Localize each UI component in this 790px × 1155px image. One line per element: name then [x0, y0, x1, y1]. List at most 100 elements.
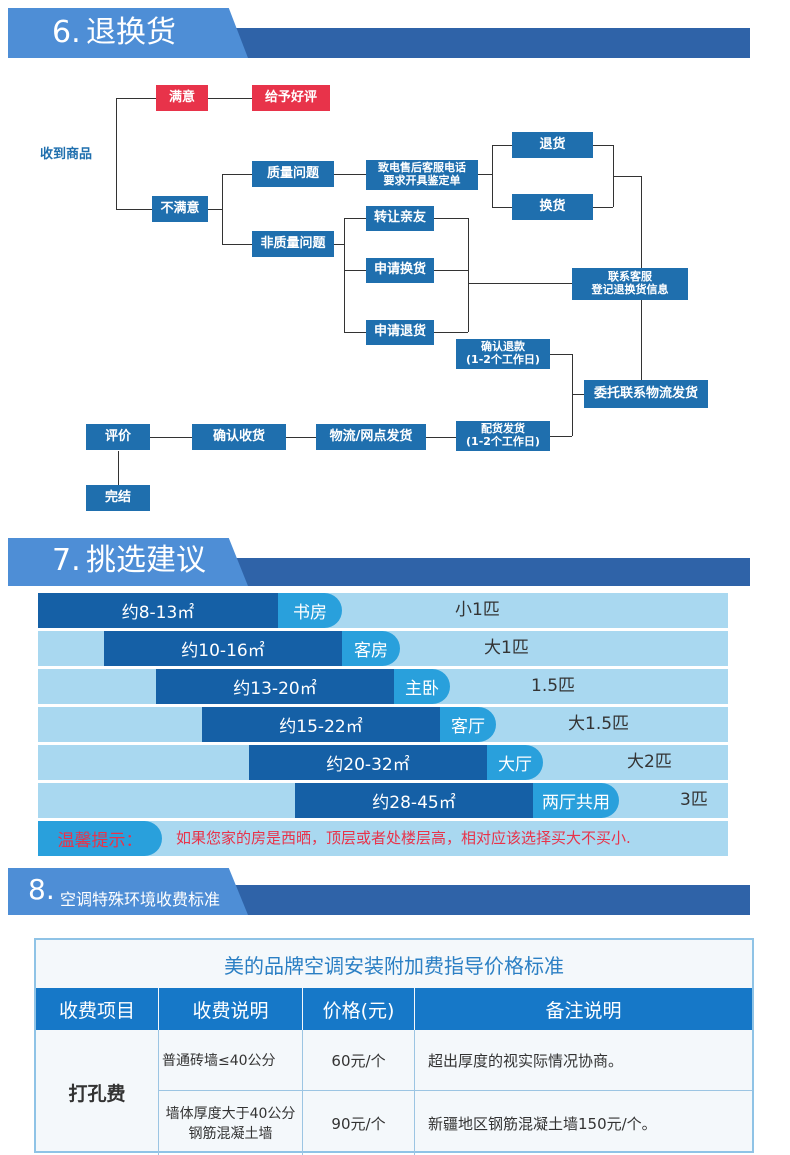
- header-price: 价格(元): [303, 988, 414, 1030]
- connector-line: [434, 218, 468, 220]
- ship-goods-line1: 配货发货: [481, 422, 525, 436]
- section6-tab: 6. 退换货: [8, 8, 248, 58]
- contact-service-node: 联系客服 登记退换货信息: [572, 268, 688, 300]
- section8-title: 空调特殊环境收费标准: [60, 890, 221, 909]
- area-label: 约28-45㎡: [295, 783, 533, 818]
- satisfied-node: 满意: [156, 85, 208, 111]
- connector-line: [468, 283, 572, 285]
- row-divider: [159, 1090, 752, 1091]
- connector-line: [208, 209, 222, 211]
- good-review-node: 给予好评: [252, 85, 330, 111]
- section8-number: 8.: [28, 873, 55, 906]
- capacity-label: 大2匹: [627, 752, 672, 772]
- price-thick-wall: 90元/个: [331, 1114, 386, 1133]
- connector-line: [478, 174, 492, 176]
- contact-service-line1: 联系客服: [608, 270, 652, 284]
- column-divider: [302, 1030, 303, 1155]
- item-drilling-fee: 打孔费: [68, 1083, 126, 1105]
- connector-line: [344, 218, 366, 220]
- call-service-line1: 致电售后客服电话: [378, 161, 466, 175]
- confirm-refund-line2: (1-2个工作日): [466, 353, 540, 366]
- room-label: 书房: [278, 593, 342, 628]
- connector-line: [334, 244, 344, 246]
- connector-line: [550, 354, 572, 356]
- capacity-label: 大1匹: [484, 638, 529, 658]
- header-item: 收费项目: [36, 988, 158, 1030]
- section7-tab: 7. 挑选建议: [8, 538, 248, 586]
- area-label: 约10-16㎡: [104, 631, 342, 666]
- connector-line: [641, 300, 643, 380]
- connector-line: [492, 207, 512, 209]
- ship-goods-node: 配货发货 (1-2个工作日): [456, 421, 550, 451]
- connector-line: [641, 176, 643, 269]
- desc-thick-wall-line2: 钢筋混凝土墙: [188, 1126, 273, 1142]
- connector-line: [286, 437, 316, 439]
- exchange-node: 换货: [512, 194, 593, 220]
- connector-line: [222, 174, 224, 244]
- fee-table-title: 美的品牌空调安装附加费指导价格标准: [224, 953, 564, 978]
- capacity-label: 1.5匹: [531, 676, 576, 696]
- connector-line: [334, 174, 366, 176]
- apply-return-node: 申请退货: [366, 320, 434, 345]
- desc-thick-wall: 墙体厚度大于40公分 钢筋混凝土墙: [159, 1091, 302, 1155]
- contact-service-line2: 登记退换货信息: [591, 283, 669, 296]
- area-label: 约20-32㎡: [249, 745, 487, 780]
- section6-number: 6.: [52, 15, 81, 50]
- header-note: 备注说明: [415, 988, 752, 1030]
- note-brick-wall: 超出厚度的视实际情况协商。: [428, 1051, 624, 1070]
- price-brick-wall: 60元/个: [331, 1051, 386, 1070]
- received-goods-label: 收到商品: [40, 147, 93, 162]
- non-quality-issue-node: 非质量问题: [252, 231, 334, 257]
- connector-line: [344, 270, 366, 272]
- header-description: 收费说明: [159, 988, 302, 1030]
- dispatch-node: 物流/网点发货: [316, 424, 426, 450]
- connector-line: [116, 98, 156, 100]
- area-label: 约13-20㎡: [156, 669, 394, 704]
- room-label: 大厅: [487, 745, 543, 780]
- connector-line: [344, 218, 346, 332]
- unsatisfied-node: 不满意: [152, 196, 208, 222]
- capacity-label: 小1匹: [455, 600, 500, 620]
- confirm-receipt-node: 确认收货: [192, 424, 286, 450]
- desc-brick-wall: 普通砖墙≤40公分: [162, 1053, 276, 1069]
- connector-line: [492, 145, 512, 147]
- tip-label: 温馨提示：: [38, 821, 162, 856]
- connector-line: [118, 451, 120, 485]
- connector-line: [344, 332, 366, 334]
- confirm-refund-line1: 确认退款: [481, 340, 525, 354]
- fee-table: 美的品牌空调安装附加费指导价格标准 收费项目 收费说明 价格(元) 备注说明 打…: [34, 938, 754, 1155]
- logistics-node: 委托联系物流发货: [584, 380, 708, 408]
- tip-text: 如果您家的房是西晒，顶层或者处楼层高，相对应该选择买大不买小.: [176, 829, 631, 847]
- section6-title: 退换货: [86, 15, 176, 50]
- capacity-label: 大1.5匹: [568, 714, 630, 734]
- room-label: 客厅: [440, 707, 496, 742]
- connector-line: [593, 207, 613, 209]
- connector-line: [208, 98, 252, 100]
- connector-line: [434, 270, 468, 272]
- connector-line: [613, 176, 641, 178]
- desc-thick-wall-line1: 墙体厚度大于40公分: [165, 1106, 296, 1122]
- quality-issue-node: 质量问题: [252, 161, 334, 187]
- connector-line: [593, 145, 613, 147]
- area-label: 约8-13㎡: [38, 593, 278, 628]
- room-label: 主卧: [394, 669, 450, 704]
- connector-line: [572, 394, 584, 396]
- room-label: 两厅共用: [533, 783, 619, 818]
- return-node: 退货: [512, 132, 593, 158]
- column-divider: [158, 1030, 159, 1155]
- review-node: 评价: [86, 424, 150, 450]
- column-divider: [414, 1030, 415, 1155]
- connector-line: [468, 218, 470, 332]
- area-label: 约15-22㎡: [202, 707, 440, 742]
- section8-tab: 8. 空调特殊环境收费标准: [8, 868, 248, 915]
- section7-number: 7.: [52, 543, 81, 578]
- transfer-node: 转让亲友: [366, 206, 434, 231]
- capacity-label: 3匹: [680, 790, 708, 810]
- connector-line: [222, 244, 252, 246]
- confirm-refund-node: 确认退款 (1-2个工作日): [456, 339, 550, 369]
- note-thick-wall: 新疆地区钢筋混凝土墙150元/个。: [428, 1114, 657, 1133]
- ship-goods-line2: (1-2个工作日): [466, 435, 540, 448]
- done-node: 完结: [86, 485, 150, 511]
- connector-line: [426, 437, 456, 439]
- connector-line: [550, 436, 572, 438]
